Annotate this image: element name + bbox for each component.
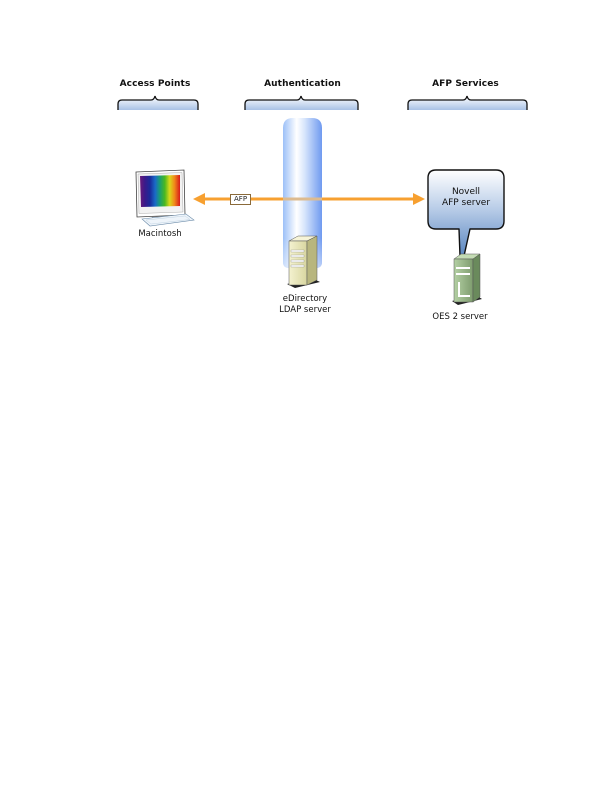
bracket-authentication xyxy=(244,95,359,110)
edirectory-label-line2: LDAP server xyxy=(279,305,331,315)
arrowhead-left-icon xyxy=(193,193,205,205)
column-header-authentication: Authentication xyxy=(264,79,341,89)
edirectory-label-line1: eDirectory xyxy=(282,294,328,304)
afp-server-callout-line2: AFP server xyxy=(441,198,491,208)
bracket-access-points xyxy=(117,95,199,110)
arrowhead-right-icon xyxy=(413,193,425,205)
afp-connection-label: AFP xyxy=(230,194,252,205)
column-header-access-points: Access Points xyxy=(119,79,191,89)
oes-server-tower-icon xyxy=(452,253,482,305)
bracket-afp-services xyxy=(407,95,528,110)
macintosh-label: Macintosh xyxy=(138,229,182,239)
ldap-server-tower-icon xyxy=(287,235,320,288)
desktop-computer-icon xyxy=(135,169,195,227)
afp-server-callout-line1: Novell xyxy=(451,187,481,197)
afp-server-callout xyxy=(427,169,505,257)
column-header-afp-services: AFP Services xyxy=(432,79,499,89)
oes-server-label: OES 2 server xyxy=(432,312,488,322)
authentication-column xyxy=(283,118,322,268)
